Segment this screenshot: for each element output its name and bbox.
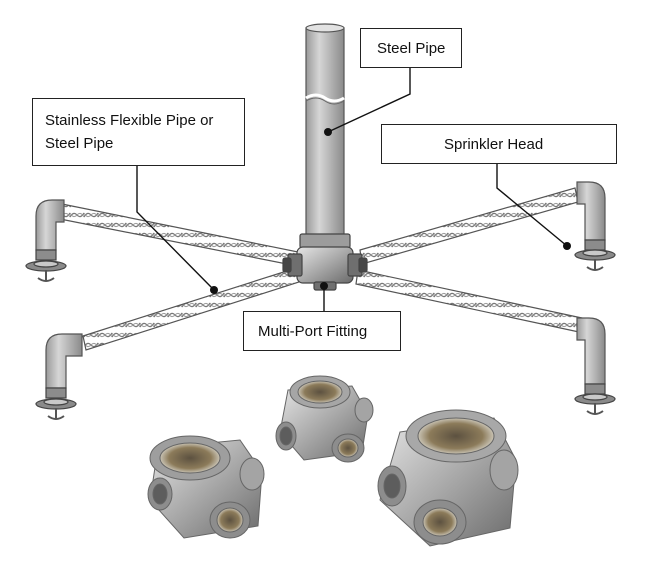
leader-lines [136,68,568,311]
sprinkler-head-label: Sprinkler Head [444,136,544,153]
pipe-elbow-icon [35,181,606,389]
multi-port-fitting-callout: Multi-Port Fitting [243,311,401,351]
steel-pipe-callout: Steel Pipe [360,28,462,68]
multi-port-fitting-label: Multi-Port Fitting [258,323,368,340]
sprinkler-head-callout: Sprinkler Head [381,124,617,164]
sprinkler-head-icon [25,239,616,420]
leader-dots [210,128,571,294]
steel-pipe-label: Steel Pipe [377,40,446,57]
stainless-pipe-callout: Stainless Flexible Pipe or Steel Pipe [32,98,245,166]
multi-port-fitting-icon [282,233,368,291]
stainless-pipe-label-line1: Stainless Flexible Pipe or [45,112,214,129]
hose-icon [59,187,583,351]
vertical-steel-pipe-icon [305,23,345,237]
galvanized-fittings-icon [147,375,519,547]
stainless-pipe-label-line2: Steel Pipe [45,135,114,152]
